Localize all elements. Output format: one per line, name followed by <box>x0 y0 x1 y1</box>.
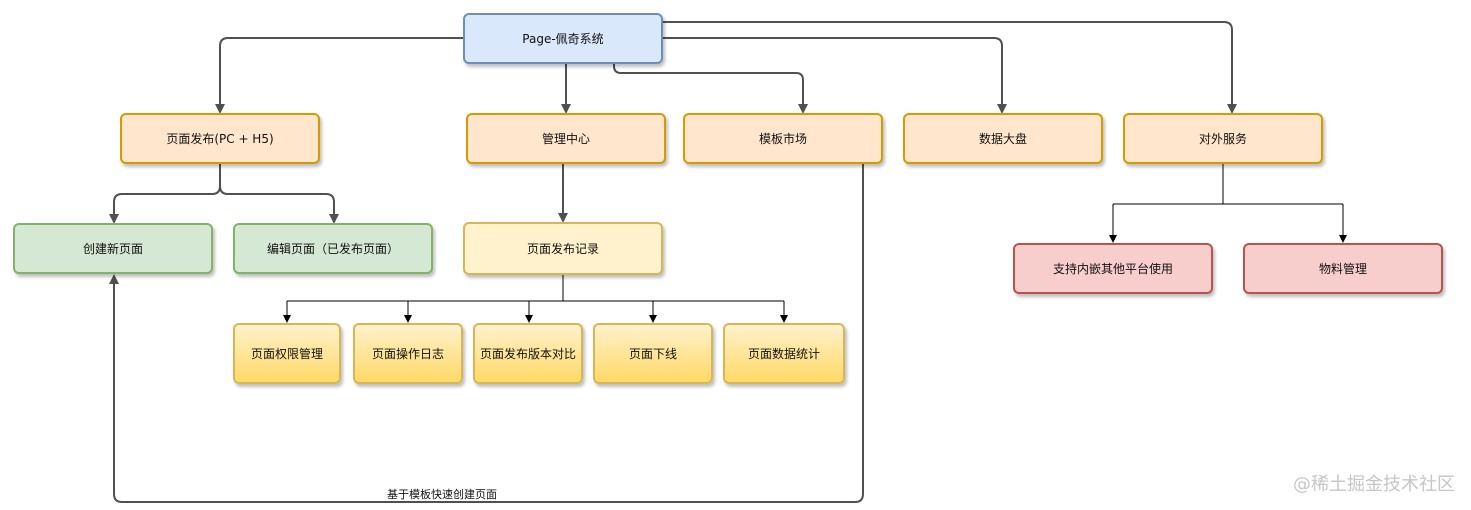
node-create-new[interactable]: 创建新页面 <box>13 223 213 274</box>
node-template[interactable]: 模板市场 <box>683 113 883 164</box>
node-offline[interactable]: 页面下线 <box>593 323 713 384</box>
node-dashboard[interactable]: 数据大盘 <box>903 113 1103 164</box>
edge-external-children <box>1113 164 1343 205</box>
node-manage[interactable]: 管理中心 <box>466 113 666 164</box>
edge-root-publish <box>215 37 463 114</box>
node-publish-log[interactable]: 页面发布记录 <box>463 222 663 275</box>
edge-template-create <box>109 164 864 503</box>
edge-root-template <box>613 64 808 114</box>
node-embed[interactable]: 支持内嵌其他平台使用 <box>1013 243 1213 294</box>
node-version-compare[interactable]: 页面发布版本对比 <box>473 323 583 384</box>
node-root[interactable]: Page-佩奇系统 <box>463 13 663 64</box>
node-external[interactable]: 对外服务 <box>1123 113 1323 164</box>
node-page-stats[interactable]: 页面数据统计 <box>723 323 845 384</box>
node-op-log[interactable]: 页面操作日志 <box>353 323 463 384</box>
node-material[interactable]: 物料管理 <box>1243 243 1443 294</box>
edge-publish-edit <box>219 185 339 224</box>
edge-label-template-create: 基于模板快速创建页面 <box>387 488 497 501</box>
node-edit-page[interactable]: 编辑页面（已发布页面） <box>233 223 433 274</box>
watermark: @稀土掘金技术社区 <box>1293 474 1455 495</box>
node-perm-manage[interactable]: 页面权限管理 <box>233 323 341 384</box>
edge-publishlog-children <box>287 275 784 302</box>
edge-root-dashboard <box>663 37 1007 114</box>
node-publish[interactable]: 页面发布(PC + H5) <box>120 113 320 164</box>
edge-root-external <box>663 21 1237 114</box>
edge-publish-create <box>109 164 221 224</box>
